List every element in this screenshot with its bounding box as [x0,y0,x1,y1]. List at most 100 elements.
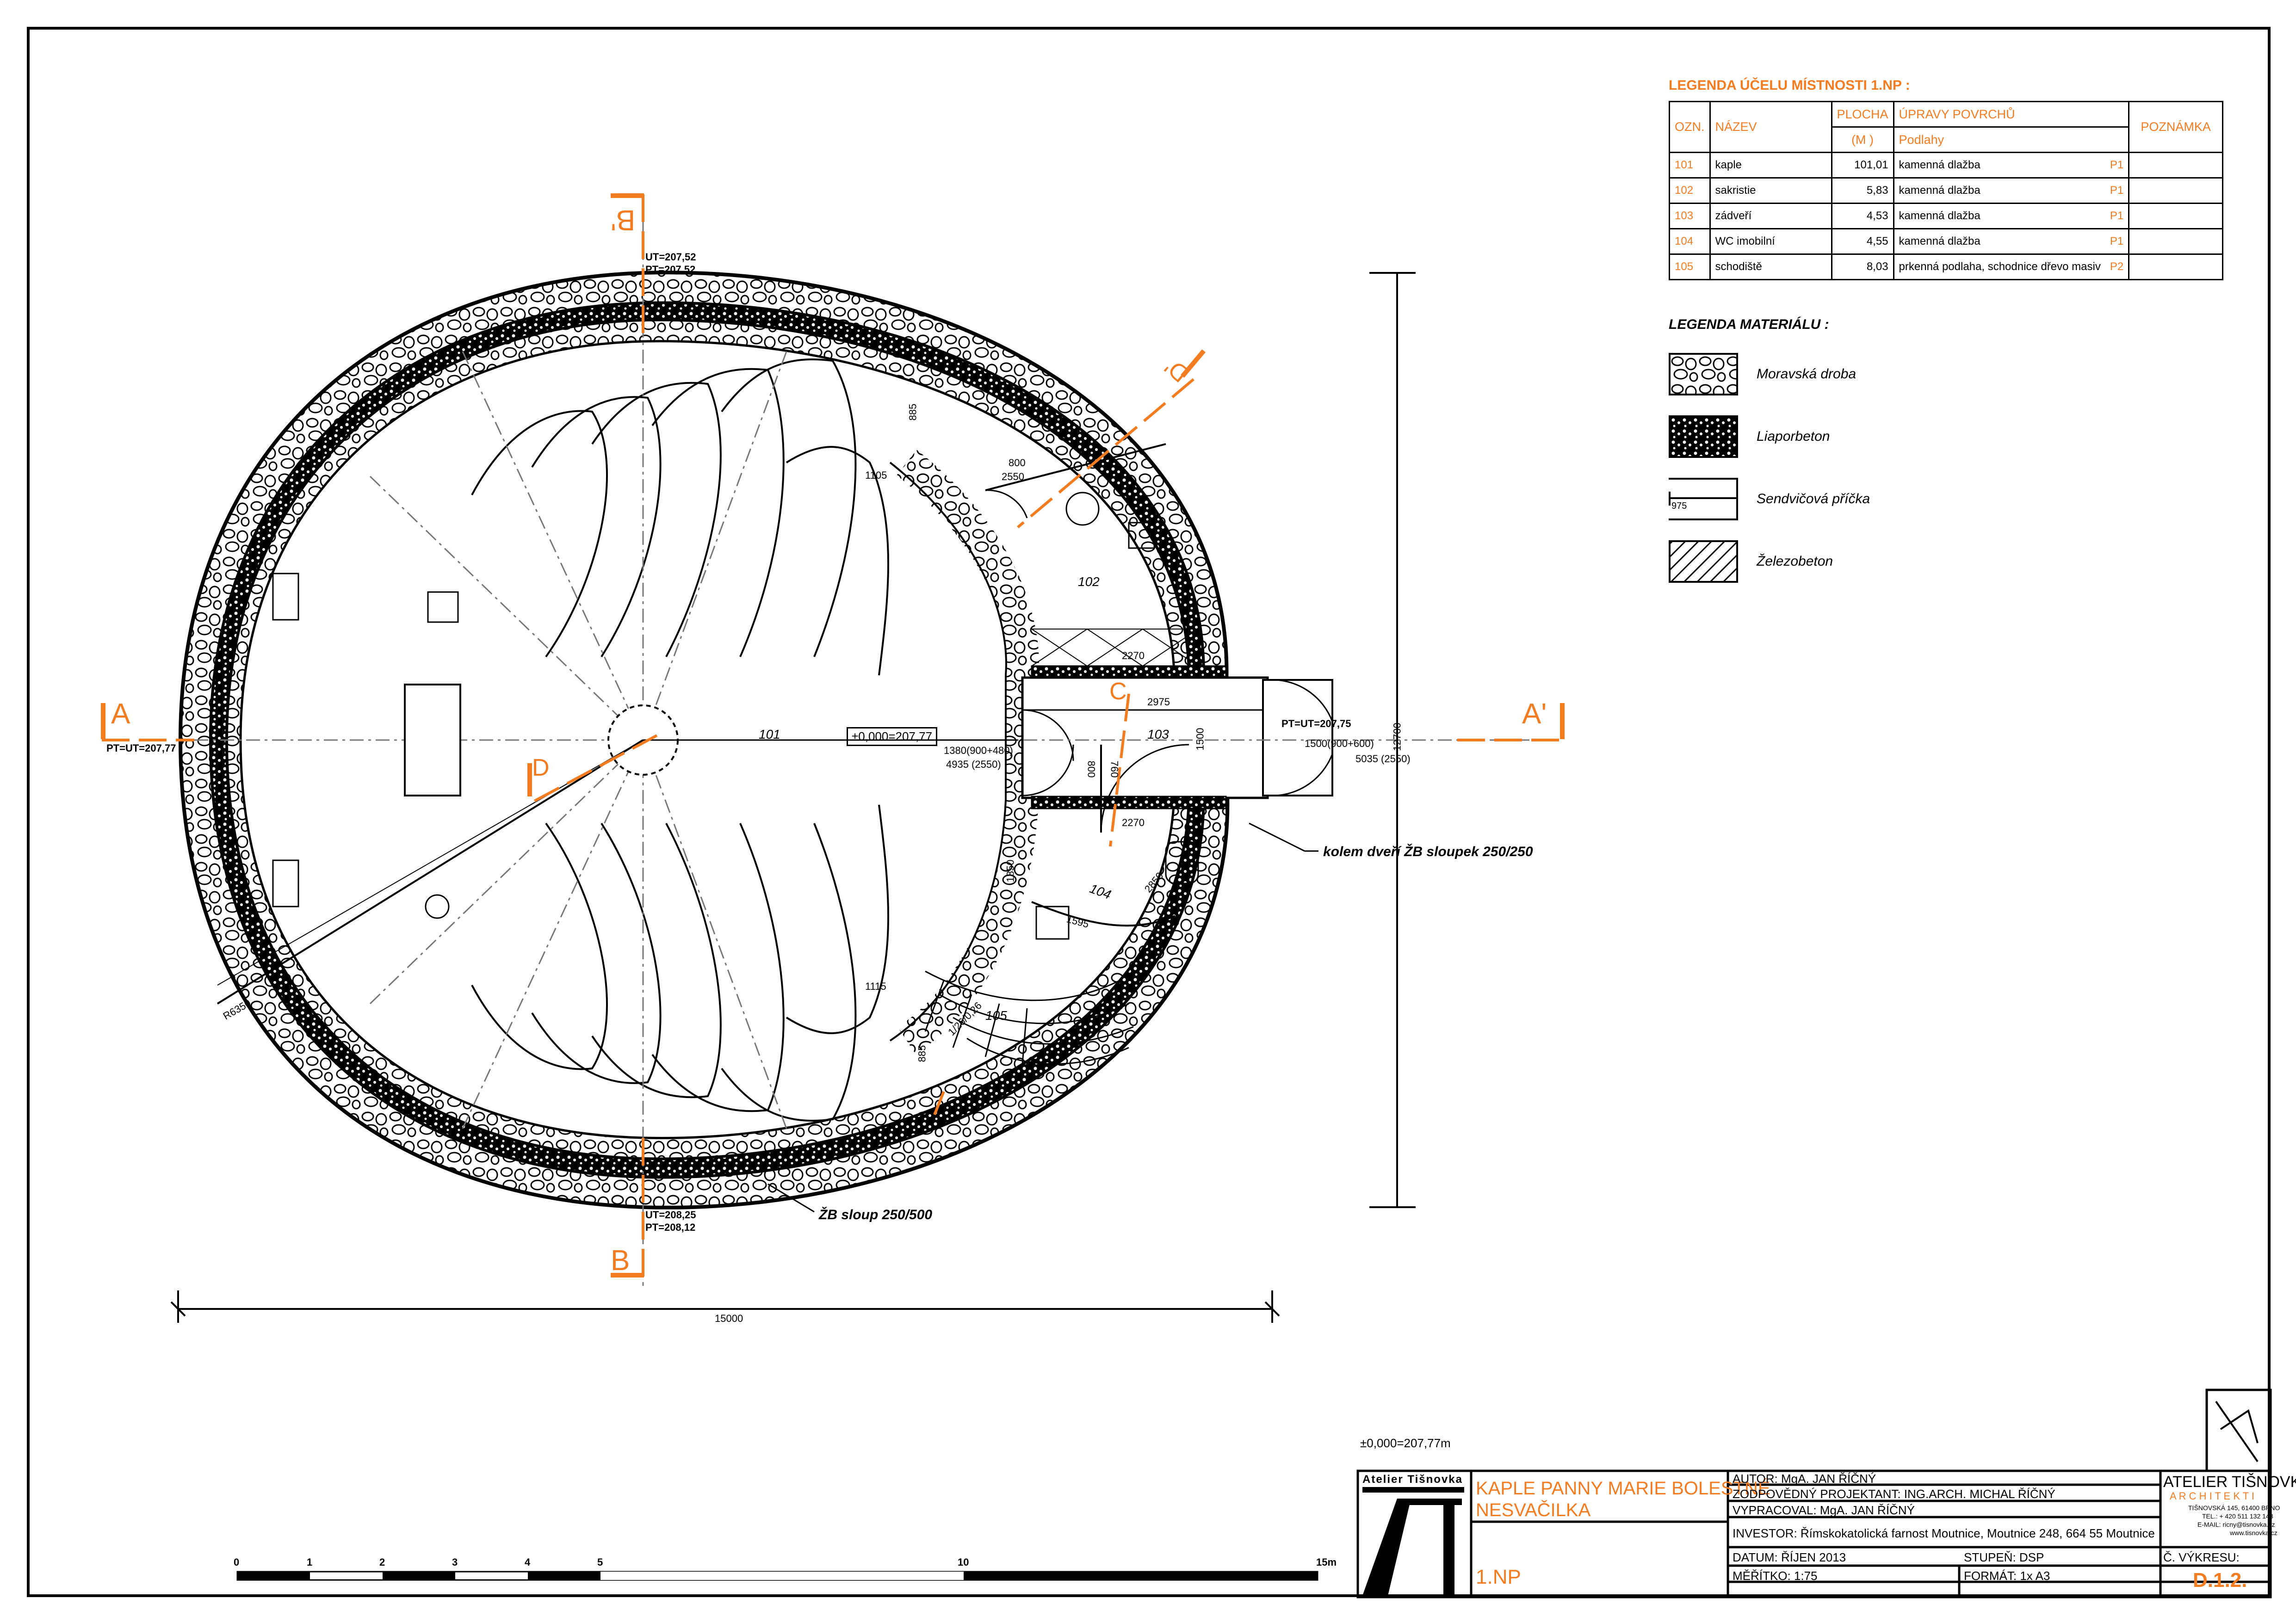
room-area: 8,03 [1831,253,1894,280]
dim-14: 1115 [865,981,886,992]
door-east-dim: 1500(900+600) [1305,738,1374,749]
pews-bottom [471,804,889,1122]
level-south-ut: UT=208,25 [645,1209,696,1221]
altar [404,684,461,796]
drawing-name: 1.NP [1476,1566,1521,1588]
studio-address-2: TEL.: + 420 511 132 148 [2202,1512,2273,1520]
room-code: 103 [1669,203,1711,229]
investor: INVESTOR: Římskokatolická farnost Moutni… [1733,1526,2155,1540]
note-pillar: ŽB sloup 250/500 [819,1207,933,1222]
level-north-pt: PT=207,52 [645,264,696,275]
studio-address-3: E-MAIL: ricny@tisnovka.cz [2197,1521,2275,1528]
liapor-swatch [1669,415,1738,458]
dim-1: 1105 [865,469,887,481]
room-label-103: 103 [1147,727,1169,741]
room-floor-code: P1 [2105,203,2130,229]
room-name: WC imobilní [1709,228,1832,255]
dim-10: 800 [1085,760,1097,778]
author: AUTOR: MgA. JAN ŘÍČNÝ [1733,1472,1876,1486]
dim-11: 1850 [1004,859,1016,882]
dim-7: 1500 [1194,728,1206,751]
scale-tick-2: 2 [379,1556,385,1568]
room-note [2128,177,2224,204]
room-name: schodiště [1709,253,1832,280]
drawing-frame [27,27,2271,1597]
room-label-105: 105 [985,1008,1007,1023]
room-floor: prkenná podlaha, schodnice dřevo masiv [1893,253,2105,280]
room-note [2128,228,2224,255]
room-code: 105 [1669,253,1711,280]
material-label: Sendvičová příčka [1757,491,1870,506]
service-inner-wall [897,450,1039,1055]
scale-tick-10: 10 [958,1556,969,1568]
room-note [2128,203,2224,229]
table-row: 103 zádveří 4,53 kamenná dlažba P1 [1669,203,2224,229]
table-row: 105 schodiště 8,03 prkenná podlaha, scho… [1669,253,2224,280]
room-area: 5,83 [1831,177,1894,204]
material-item-sendvic: 975 Sendvičová příčka [1669,478,1870,520]
material-legend-title: LEGENDA MATERIÁLU : [1669,317,1829,332]
room-name: sakristie [1709,177,1832,204]
room-floor: kamenná dlažba [1893,177,2105,204]
level-west: PT=UT=207,77 [106,742,176,754]
format: FORMÁT: 1x A3 [1964,1569,2050,1583]
dim-2: 800 [1009,457,1026,469]
datum-note: ±0,000=207,77m [1360,1436,1451,1450]
room-legend-table: OZN. NÁZEV PLOCHA ÚPRAVY POVRCHŮ POZNÁMK… [1669,101,2224,280]
level-south-pt: PT=208,12 [645,1222,696,1233]
scale-tick-15: 15m [1316,1556,1337,1568]
dim-3: 2550 [1002,471,1024,482]
dim-total-height: 12700 [1391,722,1403,751]
header-podlahy: Podlahy [1893,126,2130,153]
room-note [2128,152,2224,179]
studio-address-4: www.tisnovka.cz [2230,1529,2277,1537]
section-a2-label: A' [1522,698,1547,730]
partition-code: 975 [1671,501,1687,511]
door-east-dim-2: 5035 (2550) [1355,753,1411,765]
header-ozn: OZN. [1669,101,1711,153]
studio-logo [1362,1487,1464,1596]
room-floor: kamenná dlažba [1893,228,2105,255]
header-nazev: NÁZEV [1709,101,1832,153]
pews-top [471,358,889,676]
room-label-101: 101 [759,727,780,741]
scale-tick-3: 3 [452,1556,458,1568]
dim-4: 885 [907,403,919,421]
level-north-ut: UT=207,52 [645,251,696,263]
table-row: 102 sakristie 5,83 kamenná dlažba P1 [1669,177,2224,204]
dim-9: 760 [1108,760,1120,778]
studio-address-1: TIŠNOVSKÁ 145, 61400 BRNO [2188,1504,2280,1512]
header-upravy: ÚPRAVY POVRCHŮ [1893,101,2130,128]
scale-tick-1: 1 [307,1556,313,1568]
room-floor-code: P1 [2105,152,2130,179]
room-label-102: 102 [1078,574,1100,589]
level-zero-label: ±0,000=207,77 [847,727,938,746]
dim-6: 2975 [1147,696,1170,708]
dim-15: 885 [916,1045,928,1062]
project-title-line1: KAPLE PANNY MARIE BOLESTNÉ [1476,1478,1770,1499]
scale-tick-4: 4 [525,1556,531,1568]
room-floor-code: P2 [2105,253,2130,280]
scale-tick-0: 0 [234,1556,240,1568]
header-poznamka: POZNÁMKA [2128,101,2224,153]
date: DATUM: ŘÍJEN 2013 [1733,1550,1846,1564]
room-floor-code: P1 [2105,177,2130,204]
stage: STUPEŇ: DSP [1964,1550,2044,1564]
level-east: PT=UT=207,75 [1281,718,1351,729]
partition-swatch: 975 [1669,478,1738,520]
room-floor: kamenná dlažba [1893,203,2105,229]
stone-swatch [1669,353,1738,395]
dim-total-width: 15000 [715,1313,743,1324]
door-main-dim-2: 4935 (2550) [946,759,1001,770]
material-item-zelezobeton: Železobeton [1669,540,1833,583]
section-b2-label: B' [611,204,636,236]
header-plocha: PLOCHA [1831,101,1894,128]
material-item-liapor: Liaporbeton [1669,415,1830,458]
studio-sub: A R C H I T E K T I [2170,1490,2254,1502]
room-area: 4,55 [1831,228,1894,255]
dim-5: 2270 [1122,650,1145,661]
drawing-number: D.1.2. [2193,1569,2247,1592]
prepared-by: VYPRACOVAL: MgA. JAN ŘÍČNÝ [1733,1503,1915,1517]
